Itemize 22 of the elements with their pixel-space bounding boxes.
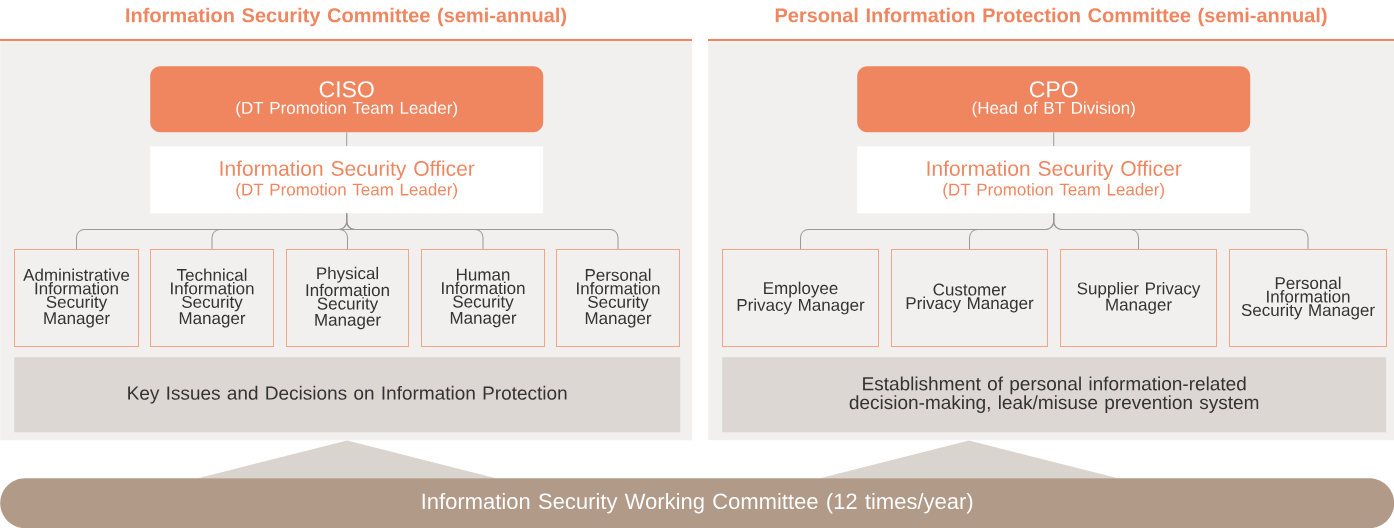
decision-band: Key Issues and Decisions on Information Protection bbox=[14, 357, 681, 433]
manager-box: Physical Information Security Manager bbox=[286, 249, 409, 347]
officer-box: Information Security Officer (DT Promotion Team Leader) bbox=[150, 146, 544, 214]
manager-box: Personal Information Security Manager bbox=[556, 249, 680, 347]
manager-box: Technical Information Security Manager bbox=[150, 249, 274, 347]
decision-band: Establishment of personal information-related decision-making, leak/misuse prevention system bbox=[722, 357, 1387, 433]
panel-title: Personal Information Protection Committee (semi-annual) bbox=[775, 7, 1327, 27]
manager-box: Employee Privacy Manager bbox=[722, 249, 879, 347]
chief-box: CISO (DT Promotion Team Leader) bbox=[150, 66, 544, 133]
connector-line bbox=[346, 212, 619, 250]
manager-box: Human Information Security Manager bbox=[421, 249, 545, 347]
panel-title: Information Security Committee (semi-annual) bbox=[126, 7, 567, 27]
working-committee-bar: Information Security Working Committee (12 times/year) bbox=[0, 478, 1394, 528]
manager-box: Customer Privacy Manager bbox=[891, 249, 1048, 347]
officer-box: Information Security Officer (DT Promotion Team Leader) bbox=[857, 146, 1251, 214]
manager-box: Administrative Information Security Manager bbox=[14, 249, 139, 347]
connector-line bbox=[1053, 212, 1309, 250]
manager-box: Personal Information Security Manager bbox=[1229, 249, 1387, 347]
chief-box: CPO (Head of BT Division) bbox=[857, 66, 1251, 133]
connector-line bbox=[1053, 131, 1055, 147]
manager-box: Supplier Privacy Manager bbox=[1060, 249, 1217, 347]
connector-line bbox=[346, 131, 348, 147]
